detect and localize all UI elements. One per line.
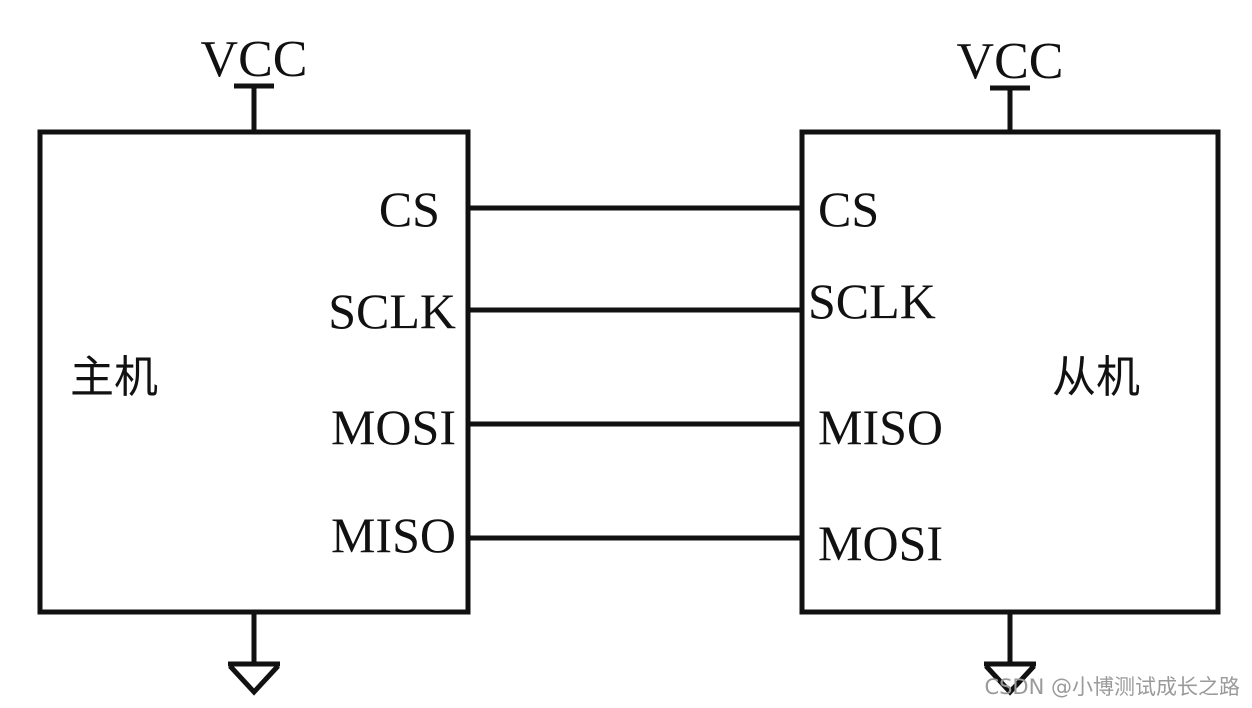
slave-pin-sclk: SCLK <box>808 273 936 329</box>
master-vcc-symbol <box>234 83 274 132</box>
bus-wires <box>468 205 802 541</box>
master-ground-symbol <box>228 612 280 696</box>
slave-ground-symbol <box>984 612 1036 696</box>
master-pin-cs: CS <box>379 181 440 237</box>
master-device: VCC 主机 CS SCLK MOSI MISO <box>37 31 471 696</box>
master-pin-mosi: MOSI <box>331 399 456 455</box>
master-pin-miso: MISO <box>331 507 456 563</box>
slave-pin-miso: MISO <box>818 399 943 455</box>
slave-device: VCC 从机 CS SCLK MISO MOSI <box>799 33 1221 696</box>
watermark: CSDN @小博测试成长之路 <box>984 675 1240 699</box>
slave-title: 从机 <box>1052 352 1140 403</box>
slave-vcc-symbol <box>990 85 1030 132</box>
master-pin-sclk: SCLK <box>328 283 456 339</box>
slave-vcc-label: VCC <box>957 33 1064 90</box>
master-title: 主机 <box>70 352 158 403</box>
master-vcc-label: VCC <box>201 31 308 88</box>
slave-pin-mosi: MOSI <box>818 515 943 571</box>
slave-pin-cs: CS <box>818 181 879 237</box>
